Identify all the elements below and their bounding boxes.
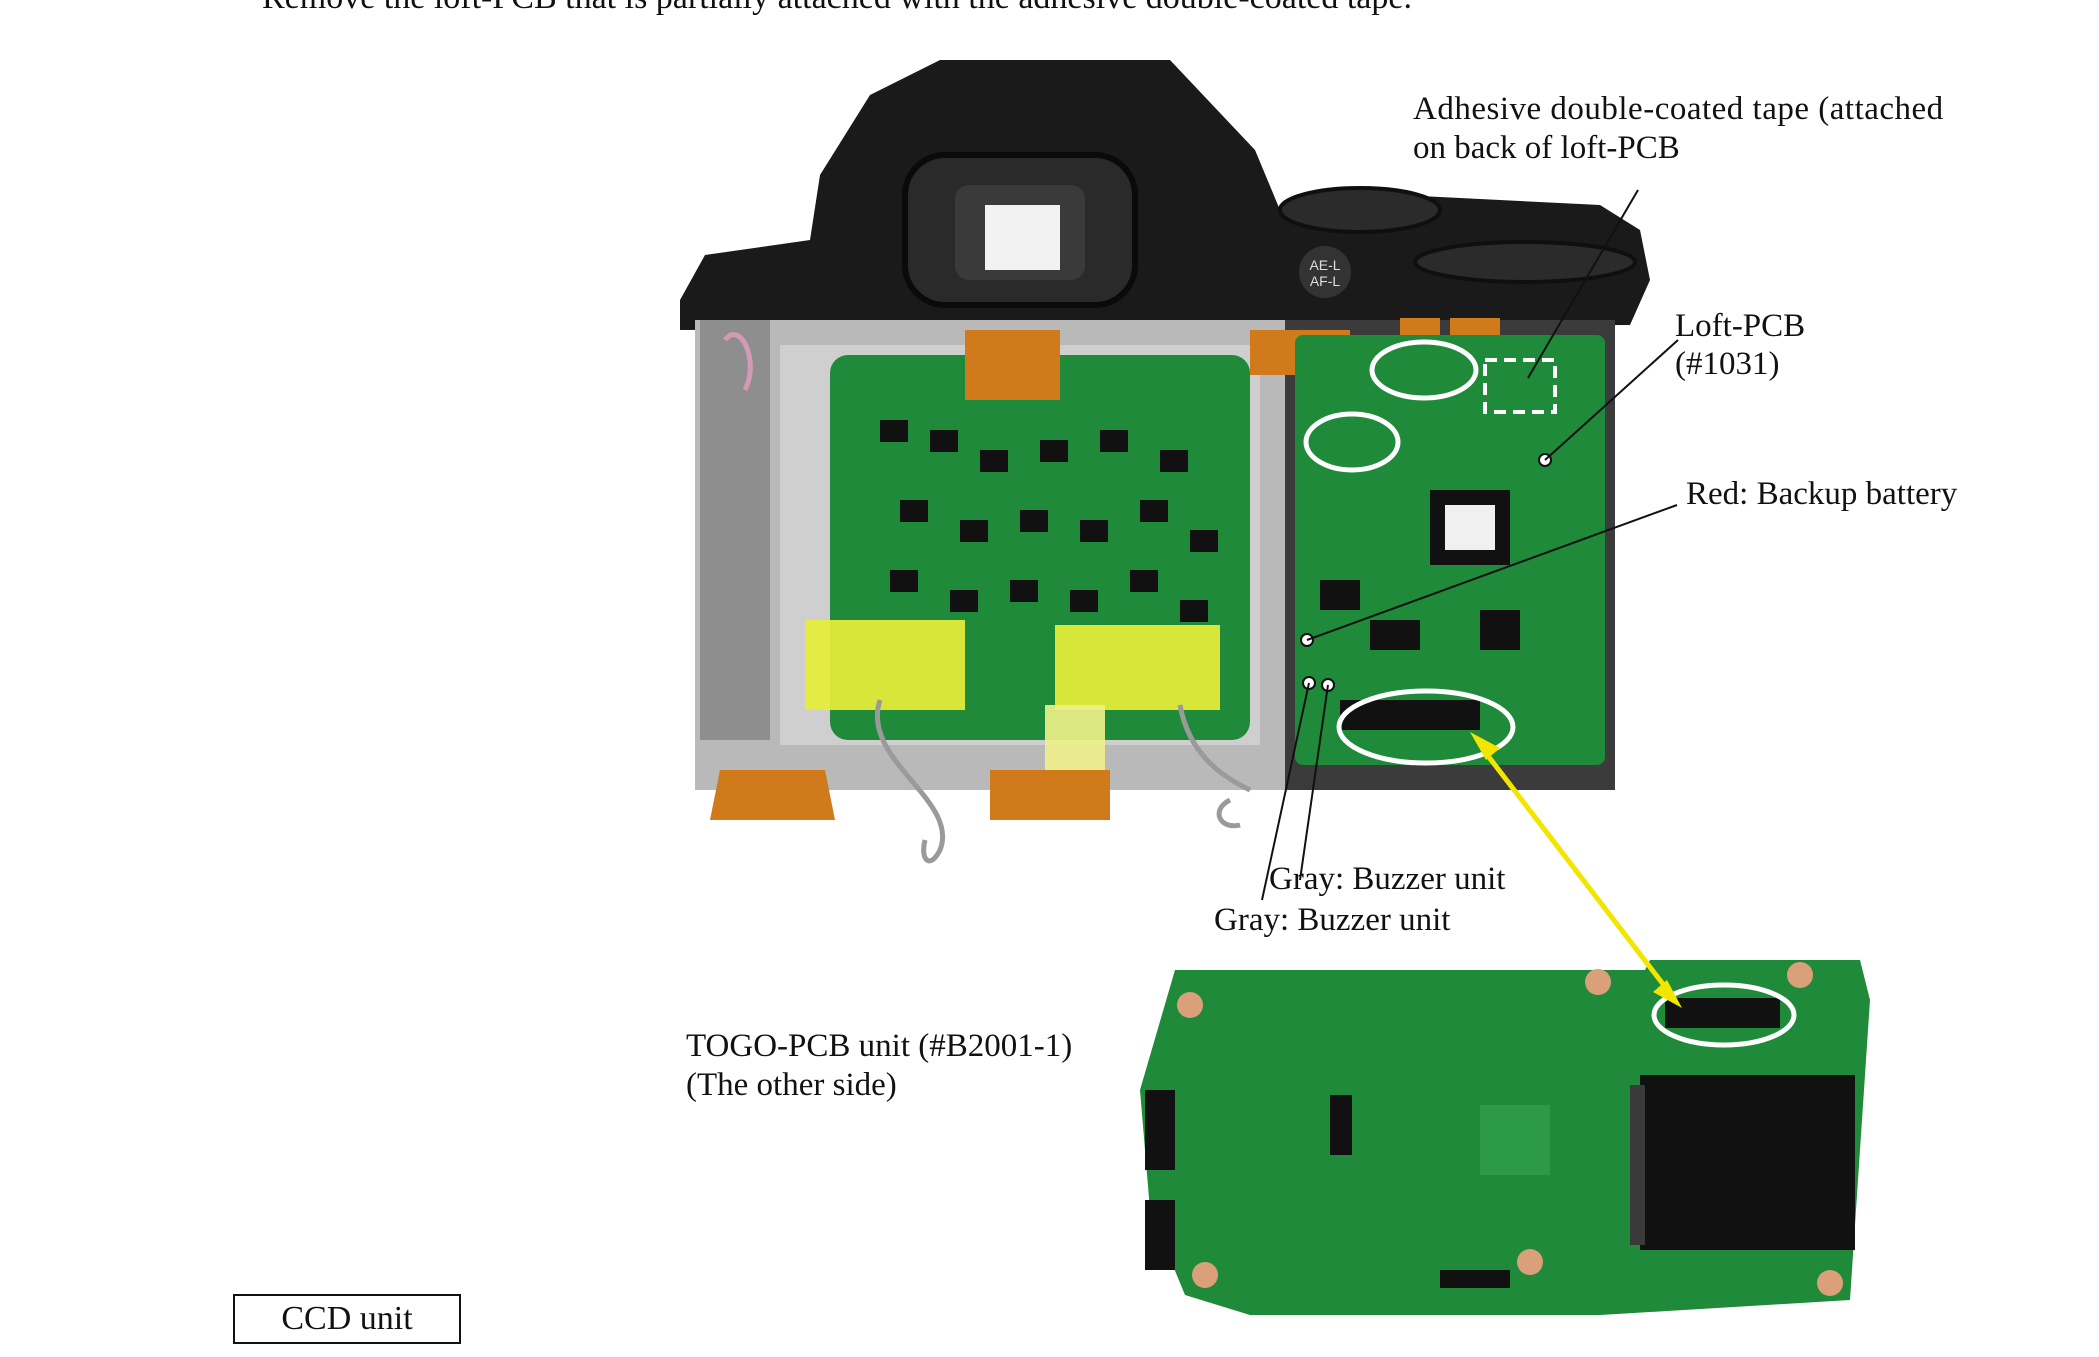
leader-lines: [1261, 189, 1679, 901]
ccd-unit-box: CCD unit: [233, 1294, 461, 1344]
camera-body: AE-L AF-L: [680, 60, 1650, 330]
label-togo-pcb-line1: TOGO-PCB unit (#B2001-1): [686, 1028, 1073, 1064]
connector-arrow: [1470, 732, 1682, 1008]
togo-connector-highlight: [1651, 982, 1797, 1048]
loft-pcb: [1295, 335, 1605, 765]
svg-text:AE-L: AE-L: [1309, 257, 1340, 273]
tape-region-dashed: [1483, 358, 1557, 414]
label-gray-buzzer-unit-a: Gray: Buzzer unit: [1269, 861, 1506, 897]
ccd-unit-label: CCD unit: [281, 1300, 413, 1337]
label-red-backup-battery: Red: Backup battery: [1686, 476, 1958, 512]
label-adhesive-tape-line1: Adhesive double-coated tape (attached: [1413, 91, 1944, 127]
highlight-ellipses: [1303, 339, 1516, 766]
label-togo-pcb-line2: (The other side): [686, 1067, 897, 1103]
togo-pcb: [1140, 960, 1870, 1315]
instruction-text: Remove the loft-PCB that is partially at…: [262, 0, 1412, 17]
svg-text:AF-L: AF-L: [1310, 273, 1341, 289]
label-loft-pcb-line1: Loft-PCB: [1675, 308, 1806, 344]
label-loft-pcb-line2: (#1031): [1675, 346, 1780, 382]
wires: [875, 699, 1252, 864]
label-adhesive-tape-line2: on back of loft-PCB: [1413, 130, 1680, 166]
label-gray-buzzer-unit-b: Gray: Buzzer unit: [1214, 902, 1451, 938]
ccd-pcb: [805, 355, 1250, 795]
